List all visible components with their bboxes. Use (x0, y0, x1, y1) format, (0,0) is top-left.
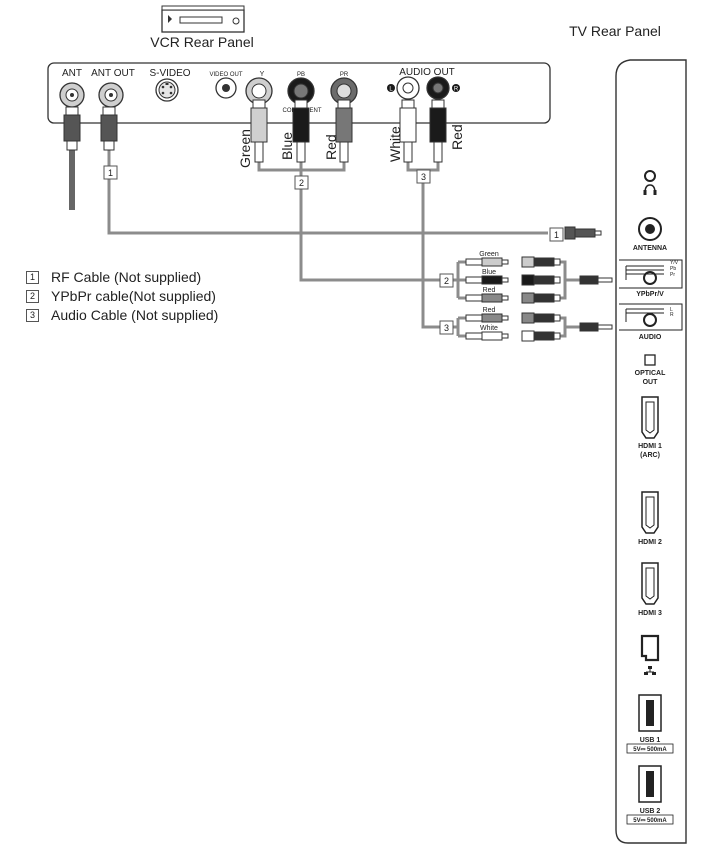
legend-text: RF Cable (Not supplied) (51, 269, 202, 285)
svg-text:2: 2 (299, 178, 304, 188)
vcr-pb-label: PB (297, 72, 305, 78)
tv-panel (615, 59, 687, 844)
vcr-ant-jack (59, 82, 85, 108)
vcr-pb-jack (287, 77, 315, 105)
marker-3-vcr: 3 (416, 169, 431, 184)
svg-text:1: 1 (108, 168, 113, 178)
vcr-device-icon (161, 5, 245, 33)
tv-optical-label-2: OUT (643, 379, 659, 386)
legend-number: 1 (26, 271, 39, 284)
legend-text: YPbPr cable(Not supplied) (51, 288, 216, 304)
tv-audio-port: L R (619, 303, 683, 331)
tv-hdmi2-label: HDMI 2 (638, 539, 662, 546)
tv-hdmi2-port (641, 491, 659, 534)
headphone-icon (643, 170, 657, 195)
tv-hdmi1-label: HDMI 1 (638, 443, 662, 450)
legend-item-rf: 1 RF Cable (Not supplied) (26, 268, 218, 287)
vcr-svideo-label: S-VIDEO (149, 68, 190, 79)
vcr-audio-l-label: L (389, 87, 393, 93)
splitter-ypbpr (465, 256, 613, 304)
tv-usb2-label: USB 2 (640, 808, 661, 815)
tv-hdmi1-arc-label: (ARC) (640, 452, 660, 459)
cable-legend: 1 RF Cable (Not supplied) 2 YPbPr cable(… (26, 268, 218, 325)
legend-item-ypbpr: 2 YPbPr cable(Not supplied) (26, 287, 218, 306)
svg-text:2: 2 (444, 276, 449, 286)
splitter-label-green: Green (479, 251, 499, 258)
tv-antenna-label: ANTENNA (633, 245, 667, 252)
tv-ypbpr-sub-y: Y/V (670, 260, 679, 266)
tv-hdmi3-port (641, 562, 659, 605)
vcr-ant-out-jack (98, 82, 124, 108)
tv-antenna-jack (638, 217, 662, 241)
tv-lan-port (640, 634, 660, 662)
network-icon (644, 666, 656, 675)
marker-1-tv: 1 (549, 227, 564, 242)
tv-usb1-spec-box (626, 743, 674, 754)
rf-cable-path (107, 150, 548, 235)
legend-text: Audio Cable (Not supplied) (51, 307, 219, 323)
vcr-ant-out-label: ANT OUT (91, 68, 135, 79)
cable-label-red-audio: Red (449, 124, 465, 150)
vcr-title: VCR Rear Panel (150, 34, 254, 50)
vcr-y-jack (245, 77, 273, 105)
vcr-pr-jack (330, 77, 358, 105)
marker-2-tv: 2 (439, 273, 454, 288)
vcr-plugs (63, 99, 447, 163)
cable-label-blue: Blue (279, 132, 295, 160)
cable-label-green: Green (237, 129, 253, 168)
tv-usb1-label: USB 1 (640, 737, 661, 744)
splitter-audio (465, 312, 613, 342)
tv-audio-sub-l: L (670, 307, 673, 313)
tv-audio-label: AUDIO (639, 334, 662, 341)
svg-text:3: 3 (421, 172, 426, 182)
vcr-svideo-jack (155, 78, 179, 102)
splitter-label-red-audio: Red (483, 307, 496, 314)
tv-usb2-spec-box (626, 814, 674, 825)
tv-ypbpr-label: YPbPr/V (636, 291, 664, 298)
tv-ypbpr-sub-pb: Pb (670, 266, 676, 272)
cable-label-white: White (387, 126, 403, 162)
splitter-label-white: White (480, 325, 498, 332)
legend-number: 3 (26, 309, 39, 322)
marker-3-tv: 3 (439, 320, 454, 335)
marker-1-vcr: 1 (103, 165, 118, 180)
vcr-y-label: Y (260, 71, 265, 78)
tv-usb2-spec: 5V⎓ 500mA (633, 818, 667, 824)
vcr-ant-label: ANT (62, 68, 82, 79)
tv-ypbpr-port: Y/V Pb Pr (619, 259, 683, 289)
vcr-audio-l-jack: L (387, 76, 420, 100)
marker-2-vcr: 2 (294, 175, 309, 190)
tv-usb2-port (638, 765, 662, 803)
vcr-audio-r-label: R (454, 87, 459, 93)
tv-optical-label-1: OPTICAL (635, 370, 666, 377)
legend-item-audio: 3 Audio Cable (Not supplied) (26, 306, 218, 325)
tv-usb1-spec: 5V⎓ 500mA (633, 747, 667, 753)
tv-optical-port (644, 354, 656, 366)
vcr-audio-r-jack: R (426, 76, 460, 100)
vcr-video-out-label: VIDEO OUT (209, 72, 242, 78)
splitter-label-blue: Blue (482, 269, 496, 276)
svg-text:3: 3 (444, 323, 449, 333)
vcr-audio-out-label: AUDIO OUT (399, 67, 455, 78)
cable-label-red: Red (323, 134, 339, 160)
svg-text:1: 1 (554, 230, 559, 240)
legend-number: 2 (26, 290, 39, 303)
vcr-pr-label: PR (340, 72, 349, 78)
tv-hdmi1-port (641, 396, 659, 439)
splitter-label-red: Red (483, 287, 496, 294)
vcr-video-out-jack (215, 77, 237, 99)
tv-usb1-port (638, 694, 662, 732)
rf-plug-tv (564, 226, 602, 240)
tv-ypbpr-sub-pr: Pr (670, 272, 675, 278)
tv-hdmi3-label: HDMI 3 (638, 610, 662, 617)
tv-audio-sub-r: R (670, 312, 674, 318)
tv-title: TV Rear Panel (569, 23, 661, 39)
